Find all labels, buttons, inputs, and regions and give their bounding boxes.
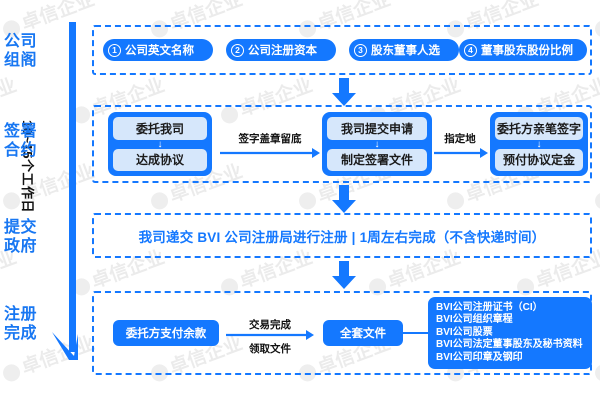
flow-box-2[interactable]: 我司提交申请 ↓ 制定签署文件 [322, 112, 432, 176]
down-chevron-icon-3: ↓ [536, 138, 542, 150]
down-chevron-icon-2: ↓ [374, 138, 380, 150]
stage-label-1-line1: 公司 [4, 33, 38, 50]
flow-box-2-bottom: 制定签署文件 [327, 148, 427, 171]
documents-connector-line [403, 332, 429, 334]
down-arrow-icon-3 [332, 261, 356, 289]
documents-pill[interactable]: 全套文件 [323, 320, 403, 346]
flow-box-1-top: 委托我司 [113, 117, 207, 140]
payment-pill[interactable]: 委托方支付余款 [113, 320, 219, 346]
document-item-3: BVI公司股票 [436, 326, 493, 338]
connector-label-1: 签字盖章留底 [238, 133, 302, 145]
step-number-1: 1 [108, 43, 121, 57]
document-item-4: BVI公司法定董事股东及秘书资料 [436, 339, 583, 351]
flow-box-1-bottom: 达成协议 [113, 148, 207, 171]
step-pill-1[interactable]: 1 公司英文名称 [103, 39, 213, 61]
section-submit-government [92, 213, 592, 258]
section-company-setup [92, 25, 592, 75]
stage-label-2-line2: 合约 [4, 142, 38, 159]
down-arrow-icon-2 [332, 185, 356, 213]
step-label-2: 公司注册资本 [248, 45, 317, 57]
step-label-3: 股东董事人选 [371, 45, 440, 57]
stage-label-1: 公司 组阁 [4, 32, 68, 70]
stage-label-3: 提交 政府 [4, 218, 68, 256]
step-number-2: 2 [231, 43, 244, 57]
section-sign-contract [92, 105, 592, 183]
flow-box-2-top: 我司提交申请 [327, 117, 427, 140]
step-label-4: 董事股东股份比例 [481, 45, 573, 57]
stage-label-3-line2: 政府 [4, 238, 38, 255]
stage-label-4-line1: 注册 [4, 306, 38, 323]
step-pill-4[interactable]: 4 董事股东股份比例 [459, 39, 587, 61]
right-arrow-icon-3 [226, 330, 314, 340]
connector-label-2: 指定地 [444, 133, 476, 145]
down-arrow-icon-1 [332, 78, 356, 106]
down-chevron-icon-1: ↓ [157, 138, 163, 150]
connector-label-3-bottom: 领取文件 [249, 343, 291, 355]
document-item-2: BVI公司组织章程 [436, 314, 513, 326]
step-number-3: 3 [354, 43, 367, 57]
flow-box-1[interactable]: 委托我司 ↓ 达成协议 [108, 112, 212, 176]
stage-label-3-line1: 提交 [4, 219, 38, 236]
government-submission-text: 我司递交 BVI 公司注册局进行注册 | 1周左右完成（不含快递时间） [138, 230, 546, 245]
stage-label-1-line2: 组阁 [4, 52, 38, 69]
documents-list: BVI公司注册证书（CI） BVI公司组织章程 BVI公司股票 BVI公司法定董… [428, 297, 592, 369]
timeline-bar [69, 22, 76, 352]
stage-label-4: 注册 完成 [4, 305, 68, 343]
timeline-arrowhead-icon [52, 332, 78, 360]
document-item-5: BVI公司印章及钢印 [436, 351, 523, 363]
connector-label-3-top: 交易完成 [249, 319, 291, 331]
flow-box-3-top: 委托方亲笔签字 [495, 117, 583, 140]
stage-label-2-line1: 签署 [4, 123, 38, 140]
stage-label-4-line2: 完成 [4, 325, 38, 342]
step-number-4: 4 [464, 43, 477, 57]
right-arrow-icon-2 [434, 148, 488, 158]
right-arrow-icon-1 [220, 148, 320, 158]
flow-box-3-bottom: 预付协议定金 [495, 148, 583, 171]
document-item-1: BVI公司注册证书（CI） [436, 301, 543, 313]
step-label-1: 公司英文名称 [125, 45, 194, 57]
step-pill-2[interactable]: 2 公司注册资本 [226, 39, 336, 61]
step-pill-3[interactable]: 3 股东董事人选 [349, 39, 459, 61]
flow-box-3[interactable]: 委托方亲笔签字 ↓ 预付协议定金 [490, 112, 588, 176]
stage-label-2: 签署 合约 [4, 122, 68, 160]
